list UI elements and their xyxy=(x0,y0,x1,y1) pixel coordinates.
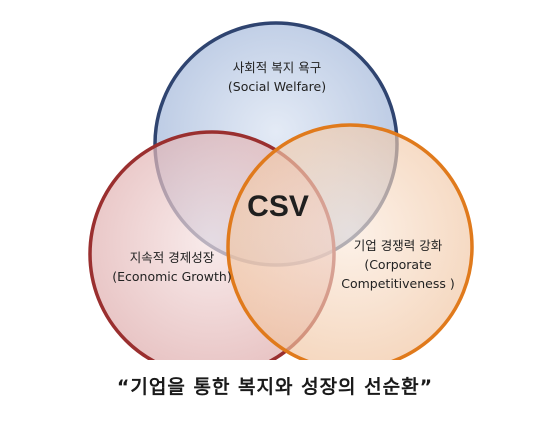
corporate-label-en-2: Competitiveness ) xyxy=(341,276,455,291)
social-welfare-label-ko: 사회적 복지 욕구 xyxy=(233,60,321,75)
social-welfare-label-en: (Social Welfare) xyxy=(228,79,326,94)
economic-growth-label-en: (Economic Growth) xyxy=(112,269,231,284)
circle-corporate-competitiveness xyxy=(226,123,474,360)
venn-diagram: 사회적 복지 욕구 (Social Welfare) 지속적 경제성장 (Eco… xyxy=(88,21,474,360)
economic-growth-label-ko: 지속적 경제성장 xyxy=(130,250,215,265)
corporate-label-en-1: (Corporate xyxy=(364,257,432,272)
caption: “기업을 통한 복지와 성장의 선순환” xyxy=(116,376,434,398)
csv-center-label: CSV xyxy=(247,190,309,223)
corporate-label-ko: 기업 경쟁력 강화 xyxy=(354,238,443,253)
